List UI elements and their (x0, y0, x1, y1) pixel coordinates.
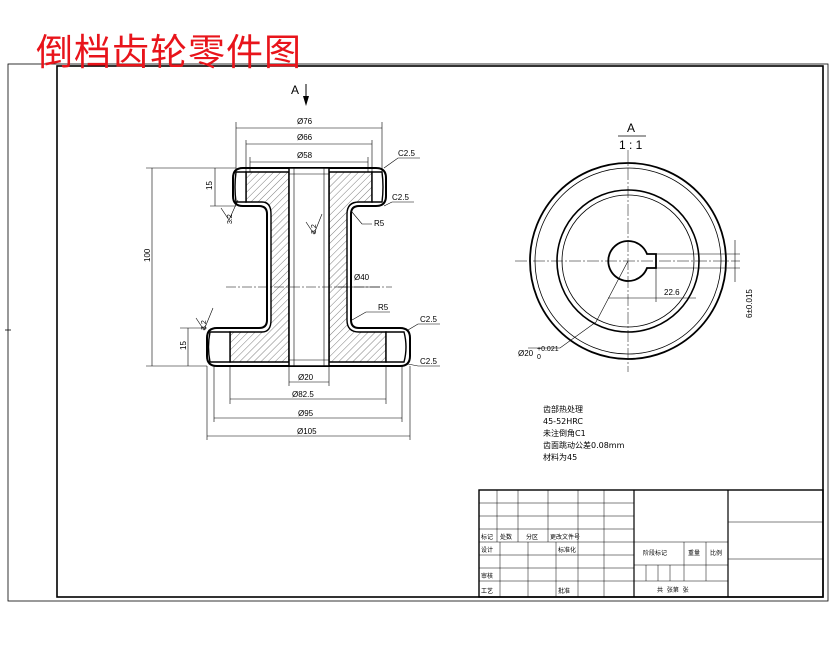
note-line: 材料为45 (543, 452, 577, 462)
dim-d20: Ø20 (298, 373, 314, 382)
tb-process: 工艺 (481, 587, 493, 595)
tb-count: 处数 (500, 533, 512, 541)
radius-label-2: R5 (378, 303, 389, 312)
bottom-dimensions (206, 366, 411, 440)
tb-review: 审核 (481, 572, 493, 580)
bore-tolerance-lower: 0 (537, 354, 541, 361)
note-line: 45-52HRC (543, 417, 583, 426)
roughness-label-2: 3.2 (201, 320, 208, 330)
dim-d66: Ø66 (297, 133, 313, 142)
title-block-labels: 标记 处数 分区 更改文件号 设计 标准化 审核 工艺 批准 阶段标记 重量 比… (481, 533, 722, 595)
tb-design: 设计 (481, 546, 493, 554)
dim-d76: Ø76 (297, 117, 313, 126)
chamfer-label-3: C2.5 (420, 315, 437, 324)
keyway-width-label: 6±0.015 (745, 289, 754, 318)
note-line: 齿部热处理 (543, 404, 583, 414)
note-line: 未注倒角C1 (543, 428, 586, 438)
end-view-dimensions (528, 240, 740, 349)
view-direction-arrow: A (291, 83, 309, 106)
tb-sheets: 共 张第 张 (657, 586, 689, 594)
roughness-symbols (195, 199, 323, 331)
view-marker-label: A (291, 83, 299, 97)
section-view: A (143, 83, 440, 440)
dim-length-15-top: 15 (205, 181, 214, 190)
bore (288, 167, 330, 367)
keyway-depth-label: 22.6 (664, 288, 680, 297)
tb-doc-no: 更改文件号 (550, 533, 580, 541)
note-line: 齿面跳动公差0.08mm (543, 440, 625, 450)
title-block (478, 489, 824, 598)
radius-label-1: R5 (374, 219, 385, 228)
bore-tolerance-upper: +0.021 (537, 346, 559, 353)
dim-d82-5: Ø82.5 (292, 390, 314, 399)
sheet-border (5, 63, 829, 602)
section-hatch (207, 171, 407, 363)
end-view-label: A (627, 121, 635, 135)
tb-zone: 分区 (526, 533, 538, 541)
dim-d95: Ø95 (298, 409, 314, 418)
tb-stage: 阶段标记 (643, 549, 667, 557)
dim-d40: Ø40 (354, 273, 370, 282)
tb-approve: 批准 (558, 587, 570, 595)
top-dimensions (235, 122, 383, 172)
dim-length-15-bottom: 15 (179, 341, 188, 350)
dim-d58: Ø58 (297, 151, 313, 160)
end-view-centerlines (515, 150, 740, 372)
chamfer-label-4: C2.5 (420, 357, 437, 366)
roughness-label-3: 3.2 (311, 224, 318, 234)
page-title: 倒档齿轮零件图 (36, 31, 302, 74)
bore-diameter-label: Ø20 (518, 349, 534, 358)
end-view: A 1 : 1 22.6 6±0.015 Ø20 +0.021 0 (515, 121, 754, 372)
dim-length-100: 100 (143, 248, 152, 262)
tb-mark: 标记 (481, 533, 493, 541)
part-outline (206, 167, 411, 367)
leader-lines (351, 157, 440, 367)
chamfer-label-1: C2.5 (398, 149, 415, 158)
tb-ratio: 比例 (710, 549, 722, 557)
end-view-scale: 1 : 1 (619, 138, 643, 152)
length-dimensions (146, 167, 236, 367)
tb-standardize: 标准化 (558, 546, 576, 554)
tb-weight: 重量 (688, 549, 700, 557)
dim-d105: Ø105 (297, 427, 317, 436)
roughness-label-1: 3.2 (227, 214, 234, 224)
chamfer-label-2: C2.5 (392, 193, 409, 202)
technical-notes: 齿部热处理 45-52HRC 未注倒角C1 齿面跳动公差0.08mm 材料为45 (543, 404, 625, 462)
